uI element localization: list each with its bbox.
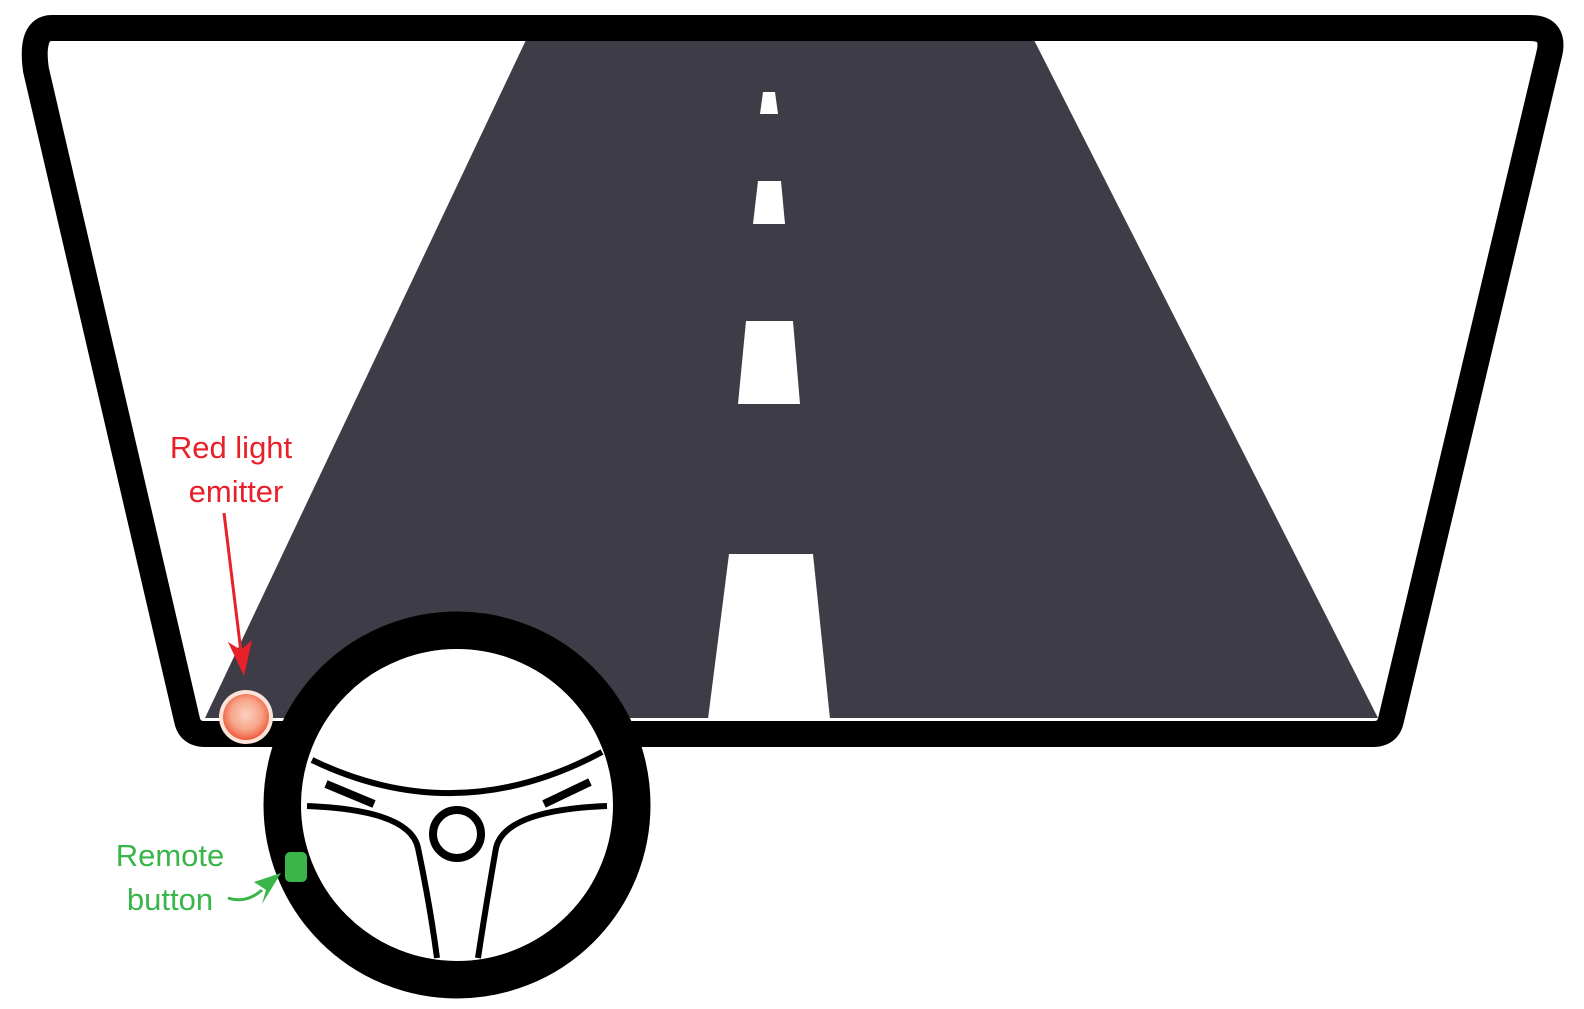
- steering-wheel-icon: [263, 611, 651, 999]
- remote-button-icon[interactable]: [285, 852, 307, 882]
- lane-dash: [708, 554, 830, 719]
- red-light-emitter-label: Red light emitter: [170, 430, 293, 509]
- remote-button-label-line2: button: [127, 882, 213, 917]
- lane-dash: [738, 321, 800, 404]
- red-light-emitter-icon: [219, 690, 273, 744]
- remote-button-label-line1: Remote: [116, 838, 225, 873]
- red-light-label-line2: emitter: [189, 474, 284, 509]
- red-light-label-line1: Red light: [170, 430, 293, 465]
- red-light-arrow: [222, 512, 252, 676]
- remote-button-label: Remote button: [116, 838, 225, 917]
- lane-dash: [753, 181, 785, 224]
- lane-dash: [760, 92, 778, 114]
- windshield-frame: [21, 15, 1564, 747]
- lane-markings: [708, 92, 830, 719]
- remote-button-arrow: [227, 873, 281, 904]
